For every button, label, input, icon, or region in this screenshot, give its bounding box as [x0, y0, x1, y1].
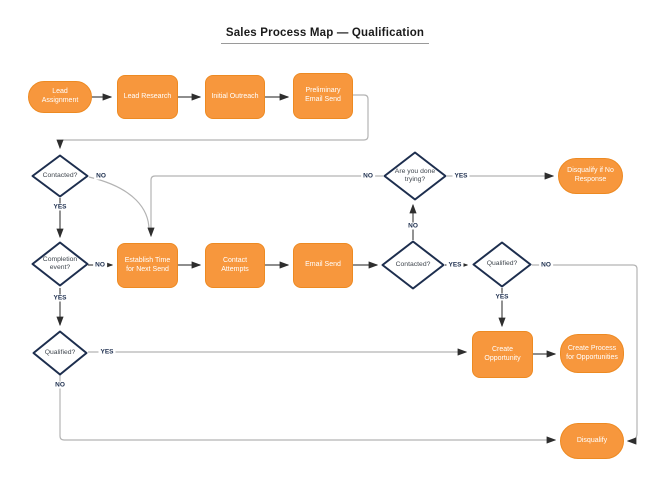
edge-label-contacted2-no: NO — [406, 222, 420, 230]
diamond-shape — [381, 240, 445, 290]
node-label: Disqualify — [576, 436, 608, 444]
node-label: Create Process for Opportunities — [566, 344, 618, 361]
node-label: Initial Outreach — [211, 92, 259, 100]
terminator-disqualify-no-response: Disqualify if No Response — [558, 158, 623, 194]
node-label: Establish Time for Next Send — [124, 256, 171, 273]
connector-contacted1-no-curve — [88, 176, 150, 231]
page-title: Sales Process Map — Qualification — [0, 27, 650, 44]
process-email-send: Email Send — [293, 243, 353, 288]
terminator-disqualify: Disqualify — [560, 423, 624, 459]
diamond-shape — [31, 154, 89, 198]
process-create-opportunity: Create Opportunity — [472, 331, 533, 378]
edge-label-contacted1-no: NO — [94, 172, 108, 180]
edge-label-qualified-left-yes: YES — [98, 348, 116, 356]
decision-contacted-2: Contacted? — [381, 240, 445, 290]
edge-label-completion-no: NO — [93, 261, 107, 269]
decision-contacted-1: Contacted? — [31, 154, 89, 198]
edge-label-qualified-left-no: NO — [53, 381, 67, 389]
node-label: Contact Attempts — [221, 256, 249, 273]
diamond-shape — [383, 151, 447, 201]
decision-completion-event: Completion event? — [31, 241, 89, 287]
decision-qualified-right: Qualified? — [472, 241, 532, 288]
diamond-shape — [31, 241, 89, 287]
edge-label-qualified-right-no: NO — [539, 261, 553, 269]
decision-done-trying: Are you done trying? — [383, 151, 447, 201]
process-initial-outreach: Initial Outreach — [205, 75, 265, 119]
edge-label-done-trying-yes: YES — [452, 172, 470, 180]
decision-label: Completion event? — [42, 255, 78, 271]
process-preliminary-email-send: Preliminary Email Send — [293, 73, 353, 119]
connector-qualified-left-no — [59, 375, 557, 444]
decision-label: Contacted? — [395, 260, 431, 268]
decision-label: Contacted? — [42, 171, 78, 179]
decision-label: Are you done trying? — [394, 167, 436, 183]
diamond-shape — [32, 330, 88, 376]
node-label: Preliminary Email Send — [305, 87, 341, 103]
decision-qualified-left: Qualified? — [32, 330, 88, 376]
connector-done-trying-no — [147, 175, 383, 238]
node-label: Lead Research — [123, 92, 172, 100]
node-label: Disqualify if No Response — [567, 167, 614, 183]
edge-label-completion-yes: YES — [51, 294, 69, 302]
edge-label-contacted1-yes: YES — [51, 203, 69, 211]
process-lead-research: Lead Research — [117, 75, 178, 119]
connector-qualified-right-no — [532, 264, 638, 445]
edge-label-contacted2-yes: YES — [446, 261, 464, 269]
connector-preliminary-email-to-contacted1 — [56, 94, 369, 150]
terminator-lead-assignment: Lead Assignment — [28, 81, 92, 113]
terminator-create-process: Create Process for Opportunities — [560, 334, 624, 373]
node-label: Lead Assignment — [41, 88, 79, 104]
diamond-shape — [472, 241, 532, 288]
process-contact-attempts: Contact Attempts — [205, 243, 265, 288]
node-label: Email Send — [305, 261, 341, 269]
decision-label: Qualified? — [486, 260, 518, 268]
edge-label-qualified-right-yes: YES — [493, 293, 511, 301]
decision-label: Qualified? — [44, 348, 76, 356]
edge-label-done-trying-no: NO — [361, 172, 375, 180]
node-label: Create Opportunity — [484, 345, 521, 362]
process-establish-time: Establish Time for Next Send — [117, 243, 178, 288]
